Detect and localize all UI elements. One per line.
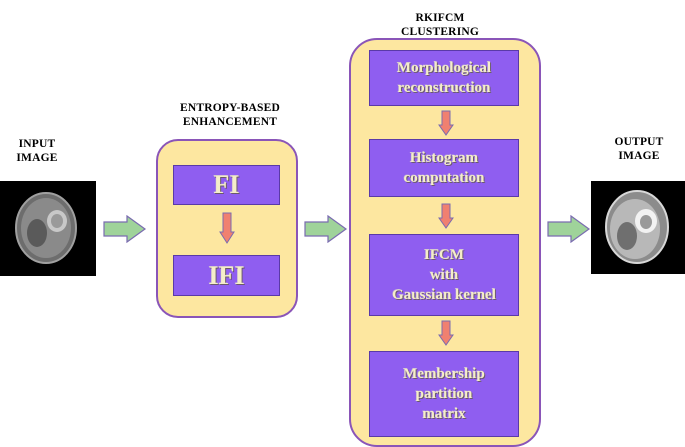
step-ifcm-gaussian-kernel: IFCM with Gaussian kernel xyxy=(369,234,519,316)
step-ifcm-label: IFCM with Gaussian kernel xyxy=(392,247,496,303)
flow-arrow-1 xyxy=(103,215,147,243)
step-histogram-label: Histogram computation xyxy=(403,150,485,186)
flow-arrow-3 xyxy=(547,215,591,243)
flow-arrow-2 xyxy=(304,215,348,243)
step-morphological-reconstruction: Morphological reconstruction xyxy=(369,50,519,106)
step-histogram-computation: Histogram computation xyxy=(369,139,519,197)
input-mri-image xyxy=(0,181,96,276)
step-arrow-fi-ifi xyxy=(219,212,235,244)
step-ifi-label: IFI xyxy=(208,260,245,290)
step-membership-label: Membership partition matrix xyxy=(403,366,485,422)
step-ifi: IFI xyxy=(173,255,280,296)
input-image-label: INPUT IMAGE xyxy=(16,138,58,164)
step-fi: FI xyxy=(173,165,280,205)
output-mri-image xyxy=(591,181,685,274)
step-arrow-3 xyxy=(438,320,454,346)
step-fi-label: FI xyxy=(213,170,240,199)
output-image-label: OUTPUT IMAGE xyxy=(614,136,664,162)
step-arrow-2 xyxy=(438,203,454,229)
step-membership-partition-matrix: Membership partition matrix xyxy=(369,351,519,437)
step-arrow-1 xyxy=(438,110,454,136)
step-morphological-label: Morphological reconstruction xyxy=(396,60,492,96)
clustering-title: RKIFCM CLUSTERING xyxy=(400,12,480,38)
enhancement-title: ENTROPY-BASED ENHANCEMENT xyxy=(180,102,280,128)
